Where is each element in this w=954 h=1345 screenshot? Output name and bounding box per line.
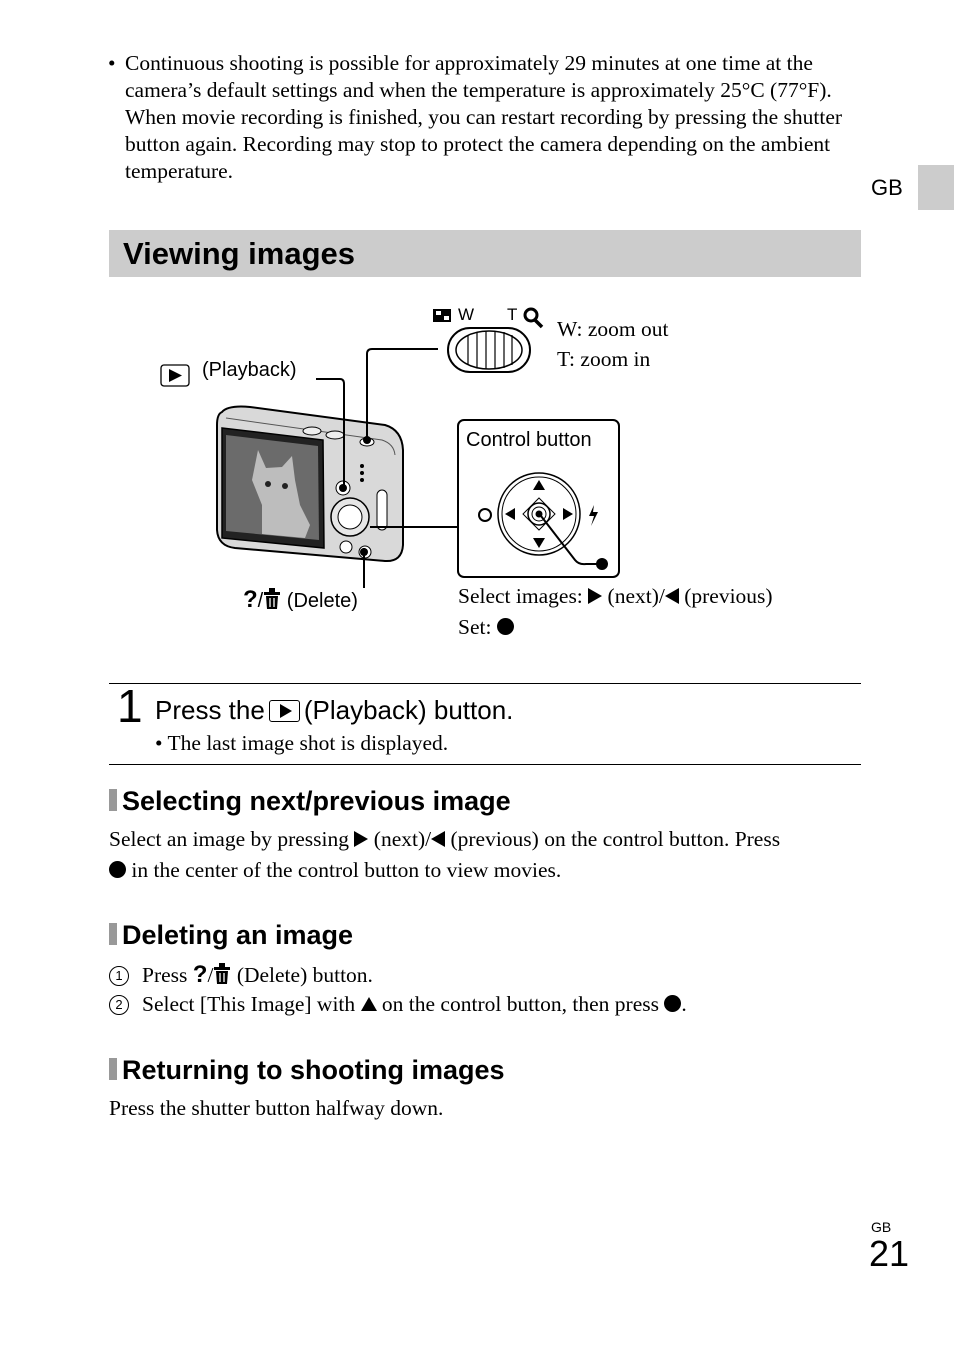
center-dot-icon <box>664 995 682 1012</box>
side-tab-marker <box>918 165 954 210</box>
camera-illustration <box>160 307 620 588</box>
heading-marker <box>109 1058 117 1080</box>
select-images-caption: Select images: (next)/ (previous) <box>458 584 773 608</box>
side-tab-label: GB <box>871 175 903 200</box>
playback-label: (Playback) <box>202 359 297 381</box>
section-title-bar: Viewing images <box>109 230 861 277</box>
step-divider-top <box>109 683 861 684</box>
page-title: Viewing images <box>123 236 356 271</box>
camera-body-icon <box>216 405 404 563</box>
selecting-paragraph: Select an image by pressing (next)/ (pre… <box>109 827 781 882</box>
camera-diagram: (Playback) W T W: zoom out T: zoom in Co… <box>150 295 850 655</box>
heading-returning: Returning to shooting images <box>109 1055 505 1086</box>
step-title: Press the(Playback) button. <box>155 695 514 725</box>
returning-paragraph: Press the shutter button halfway down. <box>109 1096 444 1120</box>
playback-button-icon <box>268 700 300 722</box>
step-note: • The last image shot is displayed. <box>155 731 449 755</box>
control-button-icon <box>457 419 620 578</box>
zoom-out-desc: W: zoom out <box>557 317 669 341</box>
heading-marker <box>109 923 117 945</box>
heading-selecting: Selecting next/previous image <box>109 786 511 817</box>
help-icon: ? <box>192 961 208 988</box>
control-button-title: Control button <box>466 429 592 451</box>
right-arrow-icon <box>588 588 603 604</box>
trash-icon <box>264 588 281 609</box>
right-arrow-icon <box>354 831 369 847</box>
continuous-shooting-note: • Continuous shooting is possible for ap… <box>108 50 868 185</box>
step-circle-2: 2 <box>109 995 129 1015</box>
zoom-w-mark: W <box>458 305 475 324</box>
heading-marker <box>109 789 117 811</box>
bullet: • <box>108 51 116 75</box>
zoom-t-mark: T <box>507 305 518 324</box>
zoom-in-desc: T: zoom in <box>557 347 651 371</box>
delete-label: ?/ (Delete) <box>243 586 358 613</box>
step-circle-1: 1 <box>109 966 129 986</box>
step-number: 1 <box>117 680 143 732</box>
step-divider-bottom <box>109 764 861 765</box>
up-arrow-icon <box>360 997 377 1011</box>
trash-icon <box>214 963 231 984</box>
heading-deleting: Deleting an image <box>109 920 353 951</box>
footer-region-label: GB <box>871 1219 892 1235</box>
note-text: Continuous shooting is possible for appr… <box>125 51 843 183</box>
center-dot-icon <box>109 861 126 878</box>
left-arrow-icon <box>431 831 446 847</box>
center-dot-icon <box>496 618 514 635</box>
help-icon: ? <box>243 586 258 613</box>
page-number: 21 <box>869 1233 910 1274</box>
zoom-lever-icon <box>433 307 544 373</box>
set-caption: Set: <box>458 615 514 640</box>
left-arrow-icon <box>664 588 679 604</box>
